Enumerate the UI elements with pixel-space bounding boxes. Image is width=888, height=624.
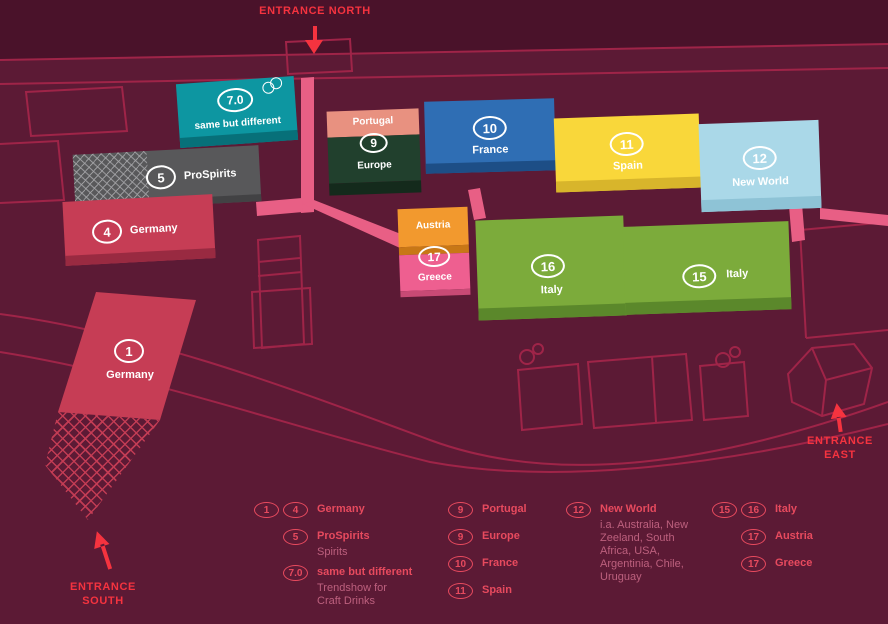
hall-badge: 7.0 xyxy=(216,86,254,114)
legend-badge: 17 xyxy=(741,529,766,545)
legend-title: France xyxy=(482,557,519,569)
crosshatch-pattern xyxy=(72,151,150,204)
legend-row-portugal: 9 Portugal xyxy=(447,502,527,518)
hall-label: Italy xyxy=(540,283,563,297)
entrance-north-label: ENTRANCE NORTH xyxy=(259,5,371,17)
hall-11-spain[interactable]: 11 Spain xyxy=(553,113,702,193)
legend-row-greece: 17 Greece xyxy=(710,556,812,572)
arrow-south-icon xyxy=(94,531,113,570)
legend-title: Europe xyxy=(482,530,520,542)
legend-badge: 16 xyxy=(741,502,766,518)
legend-badge: 9 xyxy=(448,529,473,545)
legend-row-europe: 9 Europe xyxy=(447,529,520,545)
legend-row-austria: 17 Austria xyxy=(710,529,813,545)
legend-row-france: 10 France xyxy=(447,556,518,572)
legend-title: Italy xyxy=(775,503,798,515)
arrow-north-icon xyxy=(305,26,323,54)
legend-title: Spain xyxy=(482,584,512,596)
pedestrian-connectors xyxy=(256,77,888,248)
legend-badge: 7.0 xyxy=(283,565,308,581)
legend-subtitle: i.a. Australia, New Zeeland, South Afric… xyxy=(600,519,689,583)
hall-badge: 15 xyxy=(681,263,717,289)
hall-15-italy[interactable]: 15 Italy xyxy=(622,221,792,315)
hall-7-0-same-but-different[interactable]: 7.0 same but different xyxy=(175,75,299,149)
legend-badge: 1 xyxy=(254,502,279,518)
legend-badge: 10 xyxy=(448,556,473,572)
legend-row-spain: 11 Spain xyxy=(447,583,512,599)
hall-badge: 5 xyxy=(145,164,177,191)
hall-badge: 1 xyxy=(114,339,144,363)
legend-title: Germany xyxy=(317,503,365,515)
legend-row-germany: 1 4 Germany xyxy=(252,502,365,518)
hall-1-germany[interactable]: 1 Germany xyxy=(40,285,210,530)
hall-4-germany[interactable]: 4 Germany xyxy=(62,194,216,266)
legend-row-prospirits: 5 ProSpirits Spirits xyxy=(252,529,370,559)
legend-row-italy: 15 16 Italy xyxy=(710,502,797,518)
hall-badge: 10 xyxy=(472,115,508,141)
hall-face xyxy=(58,292,196,420)
hall-10-france[interactable]: 10 France xyxy=(424,98,556,174)
legend-row-new-world: 12 New World i.a. Australia, New Zeeland… xyxy=(565,502,696,584)
legend-subtitle: Trendshow for Craft Drinks xyxy=(317,582,387,607)
legend-badge: 5 xyxy=(283,529,308,545)
hall-label: France xyxy=(472,143,509,157)
arrow-east-icon xyxy=(830,403,847,433)
legend-subtitle: Spirits xyxy=(317,546,348,558)
legend-badge: 15 xyxy=(712,502,737,518)
hall-badge: 4 xyxy=(91,218,123,245)
legend-badge: 12 xyxy=(566,502,591,518)
hall-badge: 12 xyxy=(742,145,778,171)
hall-label: Germany xyxy=(106,369,154,381)
legend-title: Austria xyxy=(775,530,813,542)
legend-row-same-but-different: 7.0 same but different Trendshow for Cra… xyxy=(252,565,412,608)
legend-title: same but different xyxy=(317,566,413,578)
entrance-east-label: ENTRANCE EAST xyxy=(807,435,873,461)
hall-label: Italy xyxy=(726,267,749,281)
hall-16-italy[interactable]: 16 Italy xyxy=(475,215,627,321)
entrance-south-label: ENTRANCE SOUTH xyxy=(70,581,136,607)
legend-badge: 9 xyxy=(448,502,473,518)
legend-title: ProSpirits xyxy=(317,530,370,542)
legend-badge: 4 xyxy=(283,502,308,518)
hall-12-new-world[interactable]: 12 New World xyxy=(698,119,822,213)
hall-badge: 16 xyxy=(530,253,566,279)
hall-label: Germany xyxy=(129,221,178,237)
legend-badge: 17 xyxy=(741,556,766,572)
hall-9-portugal-europe[interactable]: Portugal 9 Europe xyxy=(326,108,422,196)
hall-label: Spain xyxy=(612,159,644,173)
legend-badge: 11 xyxy=(448,583,473,599)
hall-label: New World xyxy=(732,175,790,189)
hall-label: ProSpirits xyxy=(183,167,237,183)
hall-17-austria-greece[interactable]: Austria 17 Greece xyxy=(397,206,471,298)
hall-badge: 11 xyxy=(609,131,645,157)
legend-title: New World xyxy=(600,503,657,515)
entrance-arrows xyxy=(94,26,847,570)
legend-title: Greece xyxy=(775,557,813,569)
legend-title: Portugal xyxy=(482,503,527,515)
